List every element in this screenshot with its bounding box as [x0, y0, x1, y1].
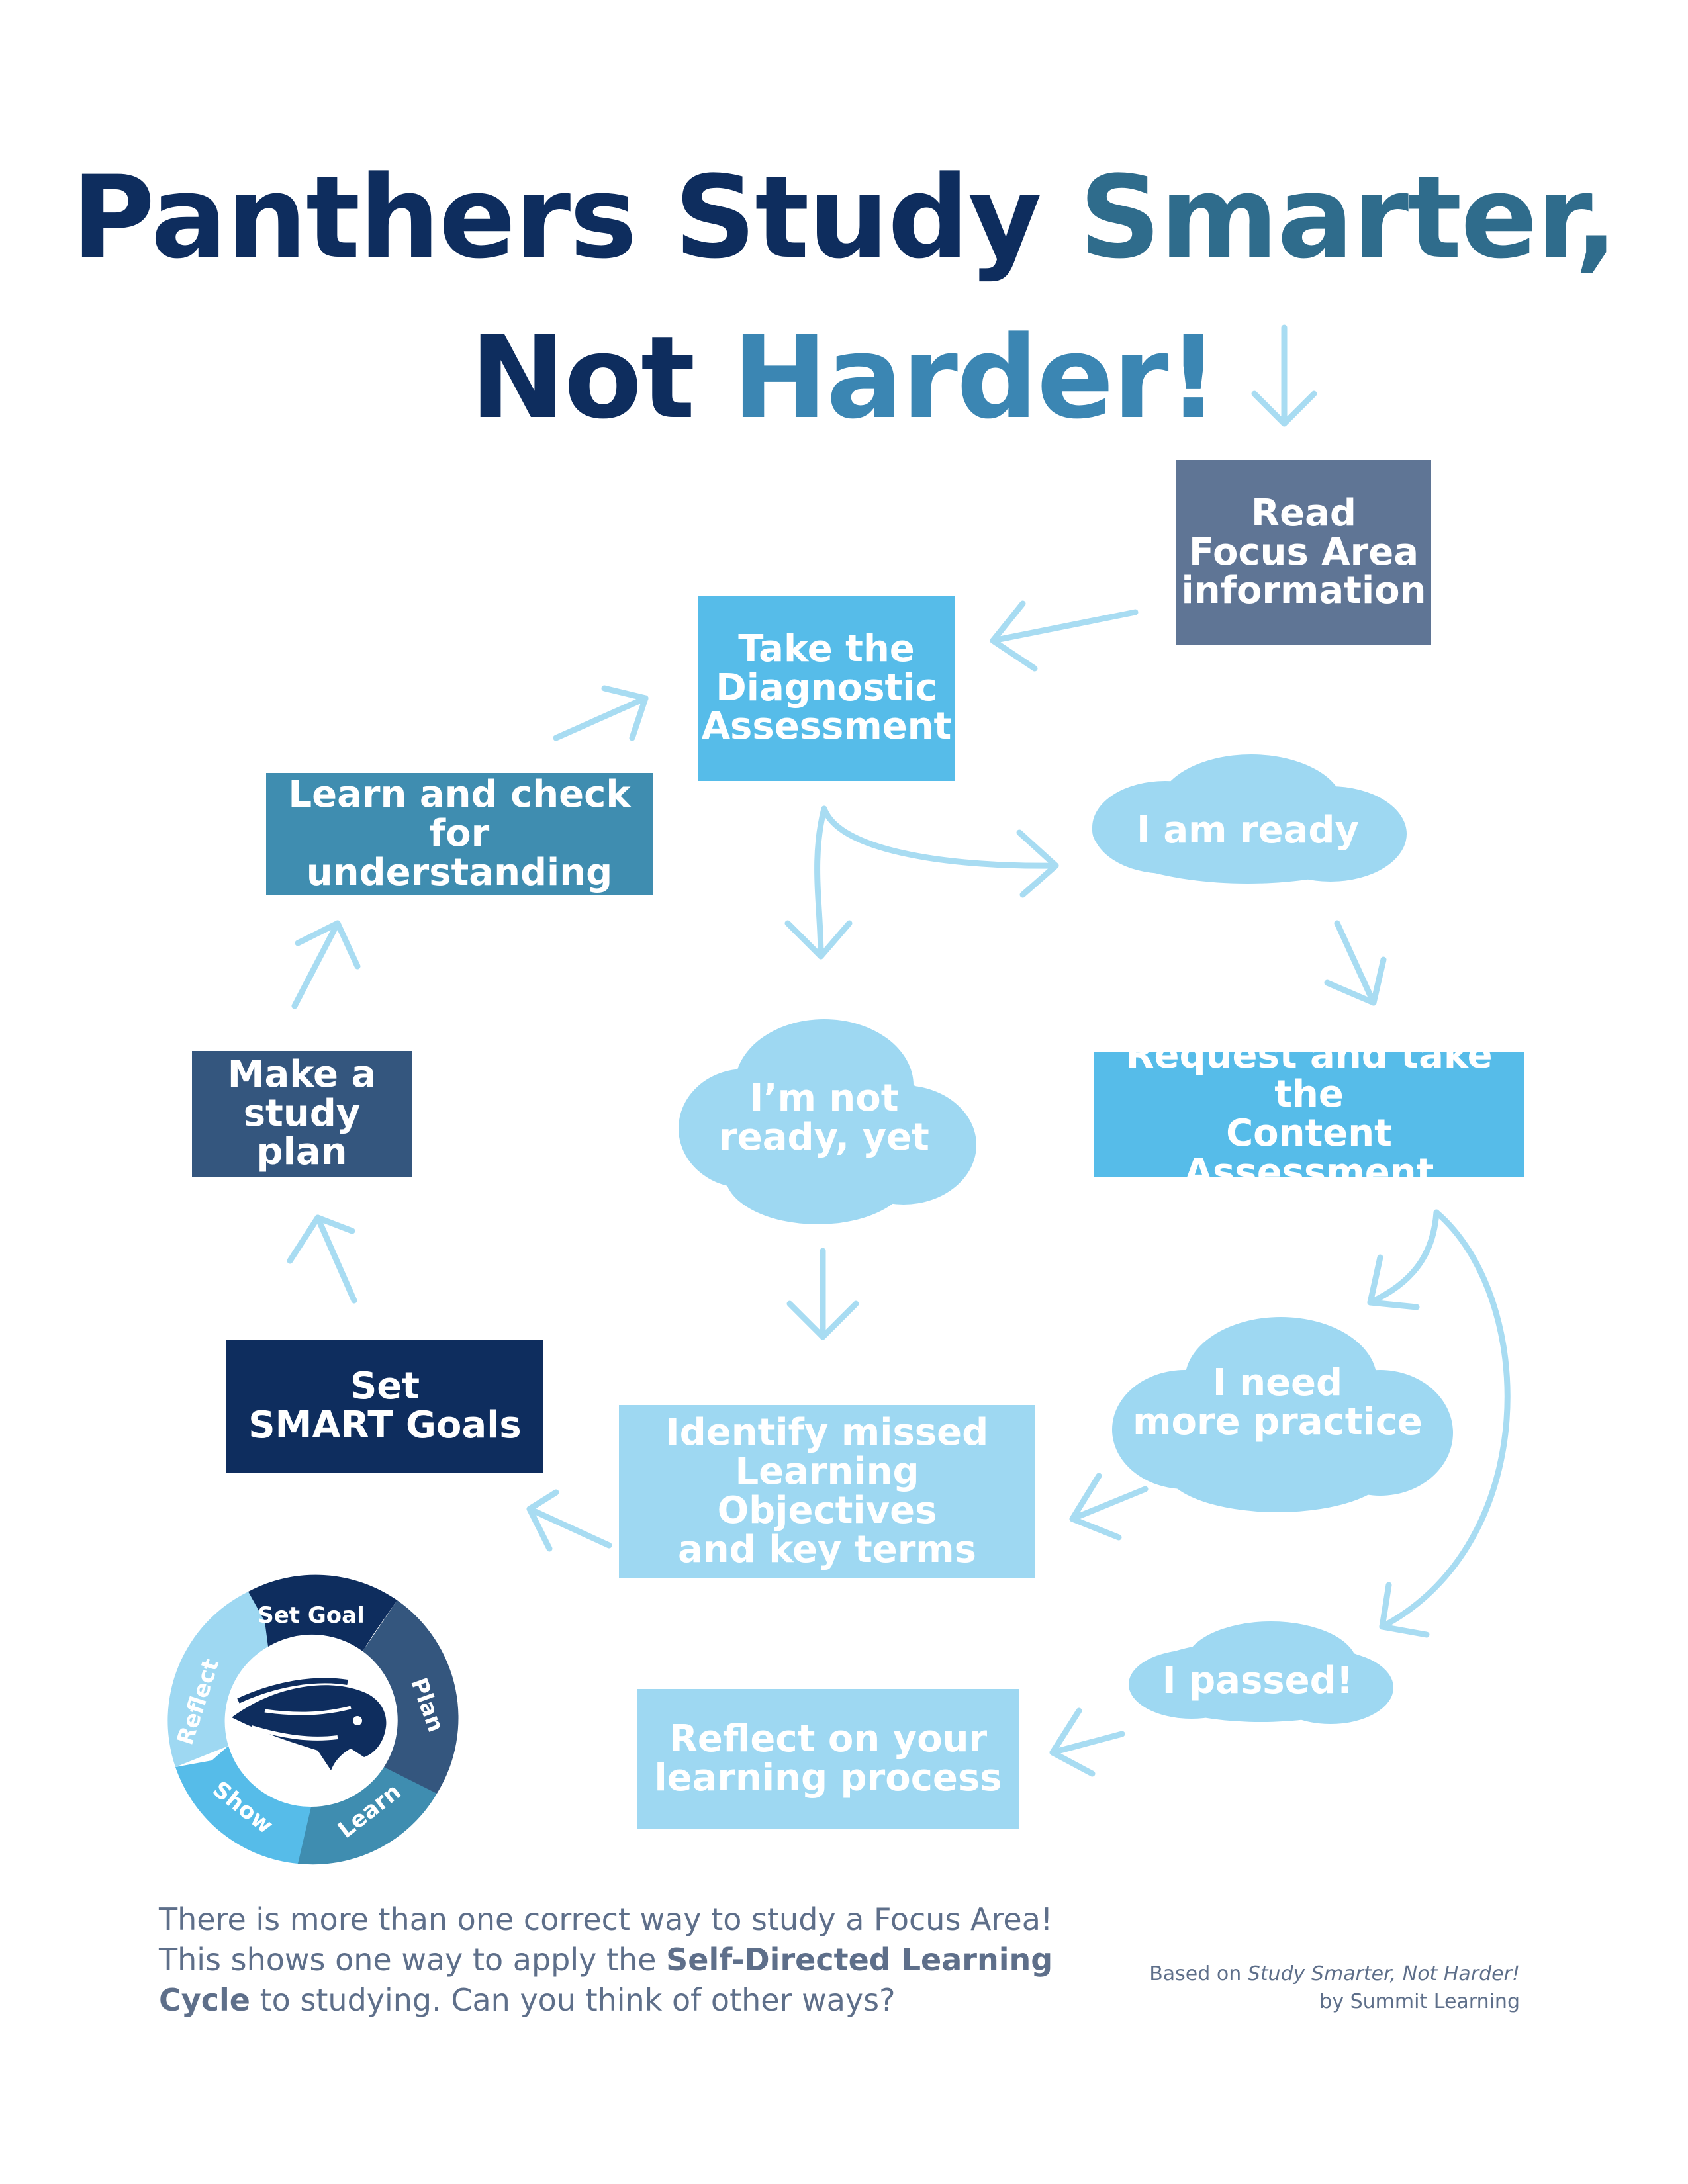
arrow-diagnostic-to-not-ready — [784, 805, 853, 960]
page-title-line-1: Panthers Study Smarter, — [0, 151, 1688, 284]
footer-line-2-text: This shows one way to apply the — [159, 1942, 667, 1978]
cycle-segment-reflect — [167, 1592, 268, 1767]
page-title-line-2: Not Harder! — [0, 311, 1688, 444]
cycle-label-set-goal: Set Goal — [258, 1602, 365, 1629]
cloud-ready-shape — [1092, 754, 1407, 884]
arrow-read-to-diagnostic — [990, 600, 1139, 672]
cycle-segment-plan — [363, 1600, 459, 1794]
source-credit: Based on Study Smarter, Not Harder! by S… — [1149, 1960, 1520, 2016]
arrow-learn-to-diagnostic — [553, 685, 649, 741]
footer-note-line-3: Cycle to studying. Can you think of othe… — [159, 1980, 1059, 2021]
credit-author: by Summit Learning — [1319, 1990, 1520, 2013]
cloud-i-am-ready: I am ready — [1137, 808, 1359, 852]
cycle-segment-set-goal — [248, 1574, 397, 1651]
title-text-harder: Harder! — [732, 311, 1219, 444]
arrow-not-ready-to-identify — [786, 1248, 859, 1340]
cycle-segment-learn — [295, 1767, 437, 1865]
cloud-not-ready-yet: I’m not ready, yet — [719, 1077, 929, 1159]
step-set-smart-goals: Set SMART Goals — [226, 1340, 543, 1473]
arrow-content-to-more-practice — [1367, 1209, 1440, 1310]
footer-line-3-text: to studying. Can you think of other ways… — [250, 1982, 896, 2019]
cloud-need-more-practice: I need more practice — [1133, 1361, 1423, 1443]
step-learn-and-check: Learn and check for understanding — [266, 773, 653, 895]
title-text-panthers-study: Panthers Study — [71, 151, 1080, 284]
title-text-not: Not — [469, 311, 733, 444]
step-make-study-plan: Make a study plan — [192, 1051, 412, 1177]
footer-note: There is more than one correct way to st… — [159, 1899, 1059, 2021]
title-text-smarter: Smarter, — [1079, 151, 1618, 284]
footer-note-line-1: There is more than one correct way to st… — [159, 1899, 1059, 1940]
arrow-more-practice-to-identify — [1069, 1473, 1149, 1541]
arrow-start-to-read — [1251, 324, 1317, 427]
arrow-identify-to-goals — [526, 1489, 612, 1552]
cycle-segment-show — [175, 1746, 311, 1864]
step-take-diagnostic: Take the Diagnostic Assessment — [698, 596, 955, 781]
credit-prefix: Based on — [1149, 1962, 1248, 1985]
arrow-passed-to-reflect — [1049, 1707, 1125, 1777]
footer-line-2-bold: Self-Directed Learning — [666, 1942, 1053, 1978]
step-identify-missed: Identify missed Learning Objectives and … — [619, 1405, 1035, 1578]
cloud-passed-shape — [1129, 1621, 1393, 1724]
arrow-plan-to-learn — [291, 920, 361, 1009]
footer-line-1-text: There is more than one correct way to st… — [159, 1901, 1053, 1937]
arrow-content-to-passed — [1379, 1209, 1511, 1638]
step-content-assessment: Request and take the Content Assessment — [1094, 1036, 1524, 1192]
arrow-diagnostic-to-ready — [821, 805, 1059, 898]
learning-cycle-wheel: Set Goal Plan Learn Show Reflect — [167, 1574, 459, 1865]
cloud-i-passed: I passed! — [1162, 1659, 1354, 1702]
arrow-ready-to-content — [1324, 920, 1387, 1006]
credit-book-title: Study Smarter, Not Harder! — [1247, 1962, 1520, 1985]
arrow-goals-to-plan — [287, 1214, 357, 1304]
cloud-not-ready-shape — [679, 1019, 976, 1224]
step-read-focus-area: Read Focus Area information — [1176, 460, 1431, 645]
cloud-more-practice-shape — [1112, 1317, 1453, 1512]
footer-line-3-bold: Cycle — [159, 1982, 250, 2019]
step-reflect-process: Reflect on your learning process — [637, 1689, 1019, 1829]
panther-logo-icon — [232, 1678, 387, 1770]
footer-note-line-2: This shows one way to apply the Self-Dir… — [159, 1940, 1059, 1980]
